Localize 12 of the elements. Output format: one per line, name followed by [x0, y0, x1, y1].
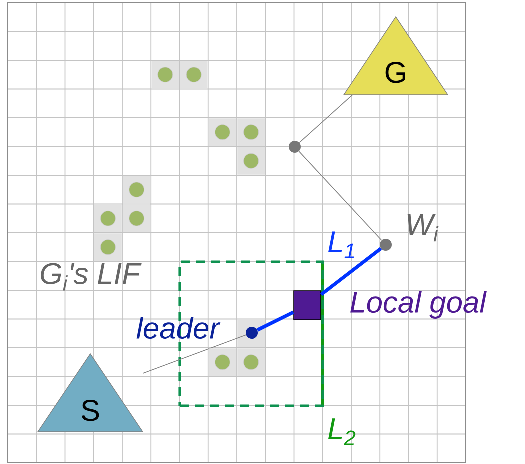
node-label: Local goal [350, 291, 487, 319]
boundary-label: L$_{1}$ [328, 232, 354, 258]
region-label: G$_{i}$'s LIF [41, 263, 142, 291]
node-label: leader [136, 316, 221, 340]
connector-line [320, 247, 382, 296]
node-label: W$_{i}$ [408, 214, 439, 242]
connector-line [299, 94, 353, 144]
boundary-label: L$_{2}$ [328, 418, 356, 446]
waypoint-dot [289, 141, 301, 153]
connector-line [298, 151, 382, 241]
connector-line [142, 334, 247, 374]
connector-line [256, 310, 294, 332]
